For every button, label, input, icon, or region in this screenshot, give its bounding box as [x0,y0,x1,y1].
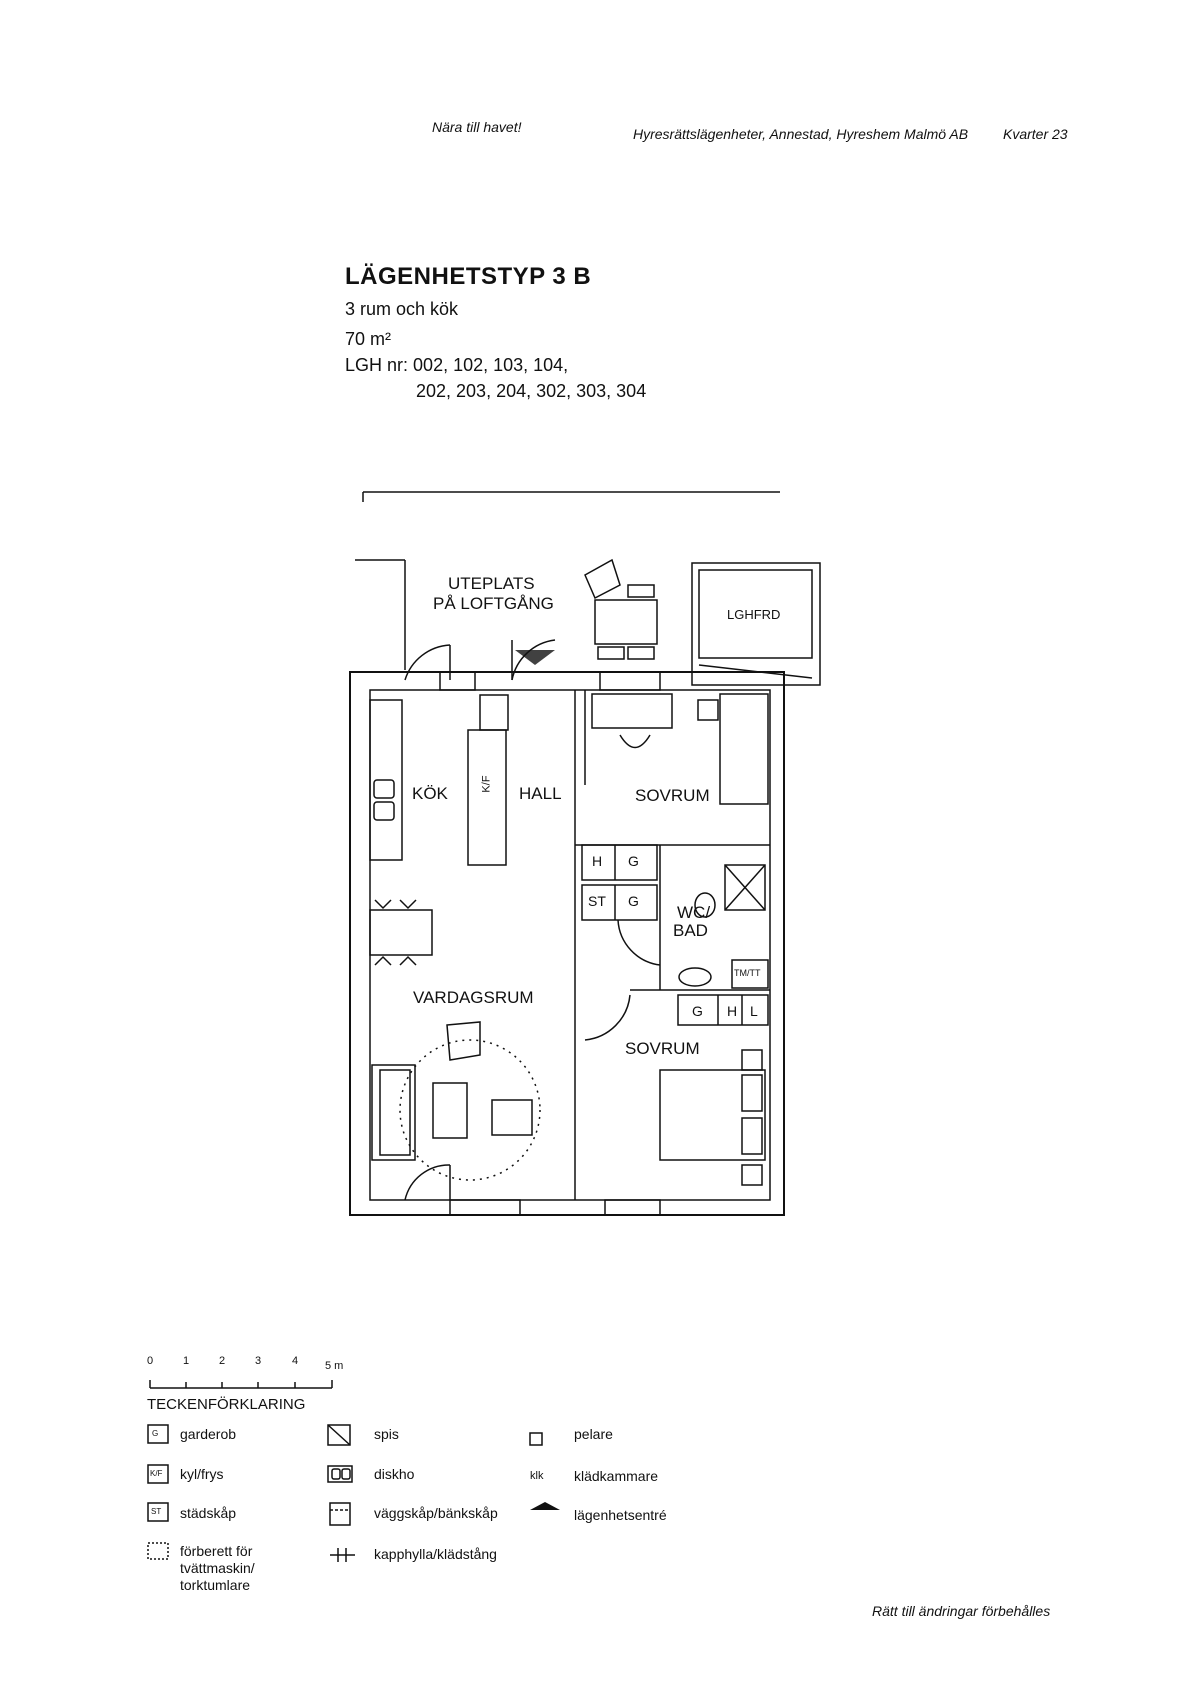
label-wardrobe-h2: H [727,1003,738,1019]
armchair [491,1099,533,1136]
washer-box [731,959,769,989]
wardrobe-st-g [581,884,658,921]
legend-pelare: pelare [574,1426,613,1442]
legend-klk-symbol: klk [530,1470,544,1482]
legend-spis-icon [327,1424,351,1446]
label-pa-loftgang: PÅ LOFTGÅNG [433,594,554,613]
bed-double [659,1069,766,1161]
legend-lagenhetsentre: lägenhetsentré [574,1507,667,1523]
scale-tick-3: 3 [255,1355,262,1367]
header-tagline: Nära till havet! [432,119,522,135]
outer-wall [349,671,785,1216]
sofa [371,1064,416,1161]
apartment-lgh-line1: 002, 102, 103, 104, [413,355,569,375]
legend-kapphylla: kapphylla/klädstång [374,1546,497,1562]
coffee-table [432,1082,468,1139]
kitchen-sink [373,779,395,799]
scale-tick-0: 0 [147,1355,154,1367]
legend-spis: spis [374,1426,399,1442]
legend-kylfrys: kyl/frys [180,1466,224,1482]
apartment-area: 70 m² [345,329,392,349]
label-sovrum-1: SOVRUM [635,786,710,805]
legend-garderob: garderob [180,1426,237,1442]
apartment-type-title: LÄGENHETSTYP 3 B [345,263,592,290]
kitchen-counter [369,699,403,861]
legend-stadskap-icon [147,1502,169,1522]
wardrobe-g-h-l [677,994,769,1026]
legend-stadskap: städskåp [180,1505,237,1521]
legend-vaggskap: väggskåp/bänkskåp [374,1505,498,1521]
label-kf: K/F [480,775,493,793]
label-tmtt: TM/TT [734,968,761,978]
legend-tvatt: förberett för tvättmaskin/ torktumlare [180,1543,255,1593]
legend-pelare-icon [529,1432,543,1446]
outdoor-table [594,599,658,645]
legend-kylfrys-icon [147,1464,169,1484]
shower [724,864,766,911]
label-wardrobe-g2: G [628,893,639,909]
label-bad: BAD [673,921,708,940]
bed-single [719,693,769,805]
scale-tick-1: 1 [183,1355,190,1367]
scale-tick-4: 4 [292,1355,299,1367]
label-vardagsrum: VARDAGSRUM [413,988,534,1007]
legend-diskho-icon [327,1465,353,1483]
label-sovrum-2: SOVRUM [625,1039,700,1058]
lghfrd-box-outer [691,562,821,686]
label-hall: HALL [519,784,562,803]
legend-title: TECKENFÖRKLARING [147,1396,306,1413]
header-block: Kvarter 23 [1003,126,1068,142]
inner-wall [369,689,771,1201]
legend-garderob-symbol: G [152,1429,159,1438]
lghfrd-box-inner [698,569,813,659]
label-wardrobe-g3: G [692,1003,703,1019]
label-wardrobe-l: L [750,1003,758,1019]
label-kok: KÖK [412,784,448,803]
scale-tick-5: 5 m [325,1360,344,1372]
wardrobe-h-g [581,844,658,881]
legend-stadskap-symbol: ST [151,1507,162,1516]
apartment-lgh-label: LGH nr: [345,355,409,375]
desk [591,693,673,729]
apartment-lgh-line2: 202, 203, 204, 302, 303, 304 [416,381,647,401]
outdoor-chair [584,558,621,600]
label-wardrobe-h: H [592,853,603,869]
footer-note: Rätt till ändringar förbehålles [872,1603,1051,1619]
toilet [694,892,716,918]
apartment-lgh-row: LGH nr: 002, 102, 103, 104, [345,355,568,376]
label-wardrobe-st: ST [588,893,606,909]
fridge-unit [467,729,507,866]
label-wardrobe-g1: G [628,853,639,869]
legend-vaggskap-icon [329,1502,351,1526]
armchair-2 [446,1021,481,1061]
scale-tick-2: 2 [219,1355,226,1367]
legend-diskho: diskho [374,1466,415,1482]
legend-kylfrys-symbol: K/F [150,1469,163,1478]
legend-entre-icon [530,1502,560,1510]
legend-kladkammare: klädkammare [574,1468,659,1484]
legend-garderob-icon [147,1424,169,1444]
legend-tvatt-icon [147,1542,169,1560]
label-wc: WC/ [677,903,711,922]
washbasin [678,967,712,987]
rug [399,1039,541,1181]
label-uteplats: UTEPLATS [448,574,535,593]
label-lghfrd: LGHFRD [727,607,781,622]
header-project: Hyresrättslägenheter, Annestad, Hyreshem… [633,126,969,142]
dining-table [369,909,433,956]
apartment-rooms: 3 rum och kök [345,299,459,319]
entry-marker-icon [515,650,555,665]
